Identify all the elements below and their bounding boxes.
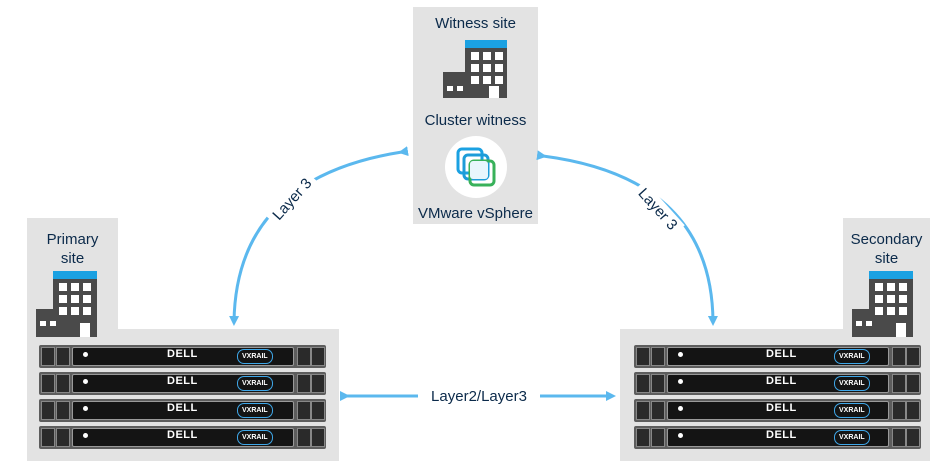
right-layer3-label: Layer 3	[635, 185, 681, 234]
dell-logo: DELL	[167, 429, 198, 441]
dell-logo: DELL	[766, 375, 797, 387]
vsphere-logo-icon	[445, 136, 507, 198]
vxrail-badge: VXRAIL	[834, 376, 870, 391]
vxrail-badge: VXRAIL	[834, 403, 870, 418]
vxrail-badge: VXRAIL	[834, 349, 870, 364]
dell-logo: DELL	[766, 429, 797, 441]
left-layer3-arrow	[229, 146, 409, 326]
dell-logo: DELL	[167, 402, 198, 414]
dell-logo: DELL	[167, 348, 198, 360]
primary-site-title: Primary site	[27, 230, 118, 268]
primary-building-icon	[36, 271, 97, 337]
secondary-server-2: DELL VXRAIL	[634, 372, 921, 395]
cluster-witness-label: Cluster witness	[424, 112, 527, 129]
vxrail-badge: VXRAIL	[237, 376, 273, 391]
dell-logo: DELL	[766, 402, 797, 414]
bottom-link-label: Layer2/Layer3	[431, 388, 527, 405]
secondary-server-4: DELL VXRAIL	[634, 426, 921, 449]
vmware-vsphere-label: VMware vSphere	[417, 205, 534, 222]
secondary-site-title-line2: site	[874, 250, 899, 267]
left-layer3-label: Layer 3	[269, 175, 315, 224]
right-layer3-arrow	[536, 150, 718, 326]
primary-site-title-line1: Primary	[46, 231, 99, 248]
witness-site-title: Witness site	[435, 15, 516, 32]
secondary-server-1: DELL VXRAIL	[634, 345, 921, 368]
vxrail-badge: VXRAIL	[237, 430, 273, 445]
secondary-building-icon	[852, 271, 913, 337]
primary-server-1: DELL VXRAIL	[39, 345, 326, 368]
primary-server-4: DELL VXRAIL	[39, 426, 326, 449]
secondary-site-title-line1: Secondary	[850, 231, 923, 248]
secondary-site-title: Secondary site	[843, 230, 930, 268]
primary-server-3: DELL VXRAIL	[39, 399, 326, 422]
dell-logo: DELL	[766, 348, 797, 360]
dell-logo: DELL	[167, 375, 198, 387]
vxrail-badge: VXRAIL	[237, 403, 273, 418]
vxrail-badge: VXRAIL	[834, 430, 870, 445]
secondary-server-3: DELL VXRAIL	[634, 399, 921, 422]
primary-site-title-line2: site	[60, 250, 85, 267]
vxrail-badge: VXRAIL	[237, 349, 273, 364]
primary-server-2: DELL VXRAIL	[39, 372, 326, 395]
witness-building-icon	[443, 40, 507, 98]
